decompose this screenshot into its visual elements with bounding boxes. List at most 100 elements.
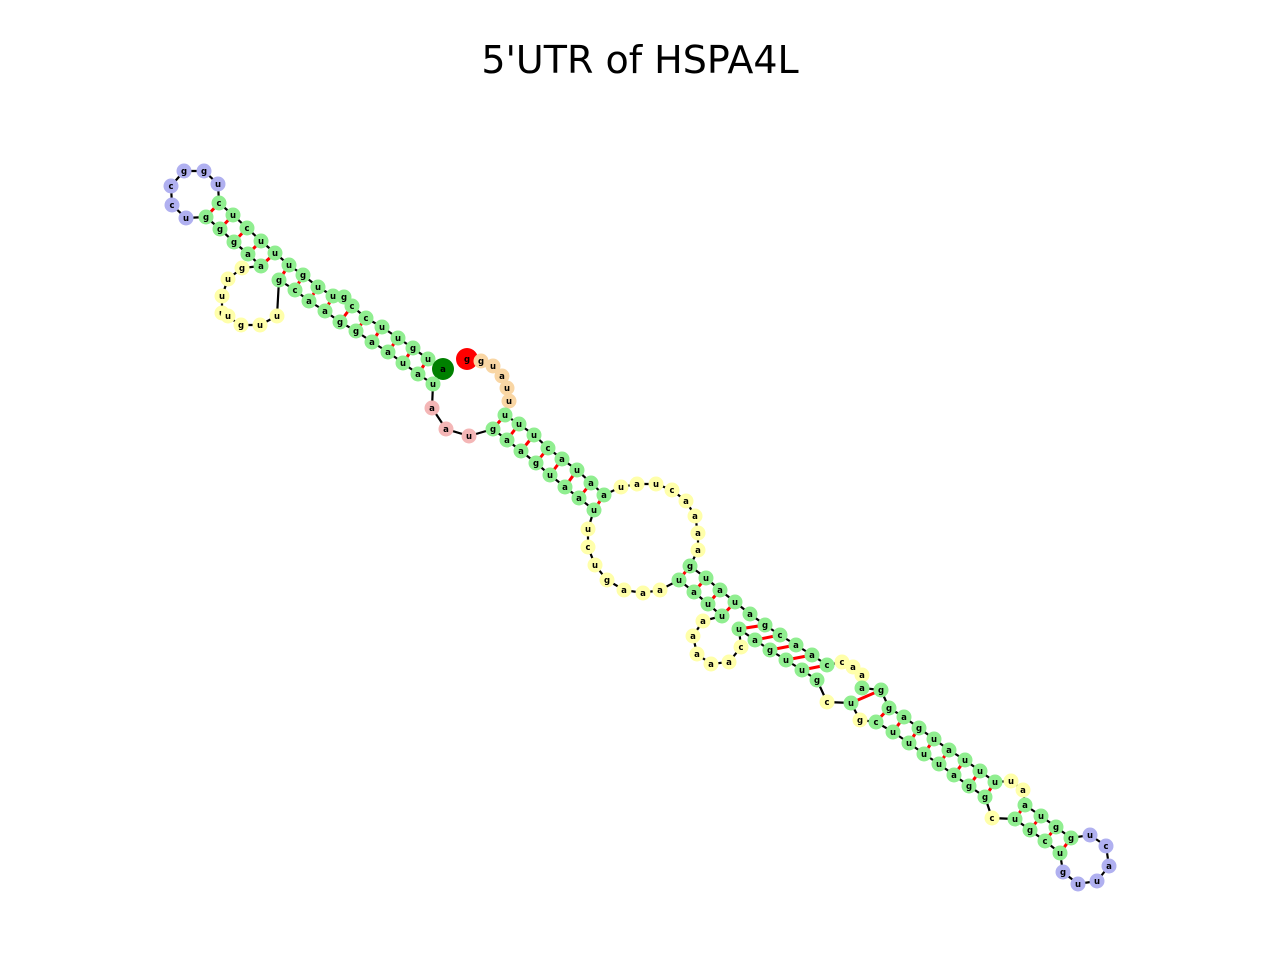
nucleotide-s2-c: c bbox=[287, 282, 303, 298]
nucleotide-circle bbox=[1037, 833, 1053, 849]
nucleotide-circle bbox=[1098, 838, 1114, 854]
nucleotide-label: u bbox=[676, 576, 682, 586]
nucleotide-label: u bbox=[225, 275, 231, 285]
nucleotide-s6-u2: u bbox=[885, 724, 901, 740]
nucleotide-label: g bbox=[203, 213, 209, 223]
nucleotide-s3-u6: u bbox=[586, 502, 602, 518]
nucleotide-s2-c2: c bbox=[344, 298, 360, 314]
nucleotide-L-a3: a bbox=[687, 508, 703, 524]
nucleotide-u5-u3: u bbox=[501, 393, 517, 409]
nucleotide-circle bbox=[344, 298, 360, 314]
nucleotide-s7-u: u bbox=[1007, 811, 1023, 827]
nucleotide-label: g bbox=[1060, 868, 1066, 878]
nucleotide-label: u bbox=[1087, 831, 1093, 841]
nucleotide-circle bbox=[984, 810, 1000, 826]
nucleotide-circle bbox=[778, 652, 794, 668]
nucleotide-label: u bbox=[977, 767, 983, 777]
nucleotide-label: a bbox=[726, 658, 732, 668]
nucleotide-circle bbox=[941, 742, 957, 758]
nucleotide-s2-a2: a bbox=[317, 303, 333, 319]
nucleotide-circle bbox=[220, 271, 236, 287]
nucleotide-circle bbox=[931, 756, 947, 772]
nucleotide-h1-c2: c bbox=[164, 197, 180, 213]
nucleotide-label: a bbox=[747, 610, 753, 620]
nucleotide-label: u bbox=[516, 420, 522, 430]
nucleotide-h1-u: u bbox=[210, 176, 226, 192]
nucleotide-circle bbox=[690, 525, 706, 541]
nucleotide-s4-a: a bbox=[686, 584, 702, 600]
nucleotide-L-c2: c bbox=[580, 539, 596, 555]
nucleotide-circle bbox=[485, 358, 501, 374]
nucleotide-circle bbox=[1052, 845, 1068, 861]
nucleotide-label: a bbox=[657, 586, 663, 596]
nucleotide-label: u bbox=[219, 292, 225, 302]
nucleotide-circle bbox=[239, 220, 255, 236]
nucleotide-label: g bbox=[238, 321, 244, 331]
nucleotide-i1-g: g bbox=[234, 260, 250, 276]
nucleotide-circle bbox=[271, 272, 287, 288]
nucleotide-label: c bbox=[168, 182, 173, 192]
nucleotide-i2-a: a bbox=[695, 613, 711, 629]
nucleotide-circle bbox=[687, 508, 703, 524]
nucleotide-label: u bbox=[618, 483, 624, 493]
nucleotide-s2-a4: a bbox=[380, 344, 396, 360]
nucleotide-circle bbox=[583, 475, 599, 491]
nucleotide-circle bbox=[253, 233, 269, 249]
nucleotide-circle bbox=[281, 257, 297, 273]
nucleotide-label: u bbox=[506, 397, 512, 407]
nucleotide-label: a bbox=[695, 529, 701, 539]
nucleotide-label: a bbox=[690, 632, 696, 642]
nucleotide-s2-u4: u bbox=[374, 319, 390, 335]
nucleotide-label: c bbox=[585, 543, 590, 553]
nucleotide-circle bbox=[214, 288, 230, 304]
nucleotide-circle bbox=[843, 695, 859, 711]
nucleotide-label: c bbox=[545, 444, 550, 454]
nucleotide-s2-a: a bbox=[301, 293, 317, 309]
nucleotide-circle bbox=[410, 366, 426, 382]
nucleotide-s3-u: u bbox=[497, 407, 513, 423]
nucleotide-L-u: u bbox=[613, 479, 629, 495]
nucleotide-circle bbox=[957, 752, 973, 768]
nucleotide-i2-a4: a bbox=[703, 656, 719, 672]
nucleotide-circle bbox=[374, 319, 390, 335]
nucleotide-circle bbox=[682, 558, 698, 574]
nucleotide-label: a bbox=[683, 497, 689, 507]
nucleotide-label: u bbox=[719, 612, 725, 622]
nucleotide-s7-g3: g bbox=[1063, 830, 1079, 846]
nucleotide-circle bbox=[1007, 811, 1023, 827]
nucleotide-circle bbox=[727, 594, 743, 610]
nucleotide-circle bbox=[613, 479, 629, 495]
nucleotide-circle bbox=[896, 709, 912, 725]
nucleotide-circle bbox=[499, 380, 515, 396]
nucleotide-circle bbox=[526, 427, 542, 443]
nucleotide-s5-a: a bbox=[747, 632, 763, 648]
nucleotide-circle bbox=[685, 628, 701, 644]
nucleotide-circle bbox=[252, 317, 268, 333]
nucleotide-circle bbox=[317, 303, 333, 319]
nucleotide-label: c bbox=[292, 286, 297, 296]
nucleotide-label: a bbox=[499, 372, 505, 382]
nucleotide-label: c bbox=[824, 698, 829, 708]
nucleotide-label: g bbox=[762, 621, 768, 631]
nucleotide-circle bbox=[819, 694, 835, 710]
nucleotide-circle bbox=[485, 421, 501, 437]
nucleotide-label: g bbox=[181, 167, 187, 177]
nucleotide-label: u bbox=[848, 699, 854, 709]
nucleotide-circle bbox=[1017, 797, 1033, 813]
nucleotide-s5-a3: a bbox=[804, 647, 820, 663]
backbone-segment bbox=[220, 264, 494, 438]
nucleotide-s5-g: g bbox=[757, 617, 773, 633]
nucleotide-circle bbox=[310, 279, 326, 295]
nucleotide-L-a5: a bbox=[690, 542, 706, 558]
nucleotide-label: u bbox=[286, 261, 292, 271]
nucleotide-label: g bbox=[916, 724, 922, 734]
nucleotide-label: g bbox=[464, 355, 470, 365]
nucleotide-s3-c: c bbox=[540, 440, 556, 456]
nucleotide-label: c bbox=[216, 199, 221, 209]
nucleotide-label: a bbox=[245, 250, 251, 260]
nucleotide-label: u bbox=[502, 411, 508, 421]
nucleotide-label: u bbox=[183, 214, 189, 224]
nucleotide-i2-a2: a bbox=[685, 628, 701, 644]
nucleotide-label: a bbox=[850, 663, 856, 673]
